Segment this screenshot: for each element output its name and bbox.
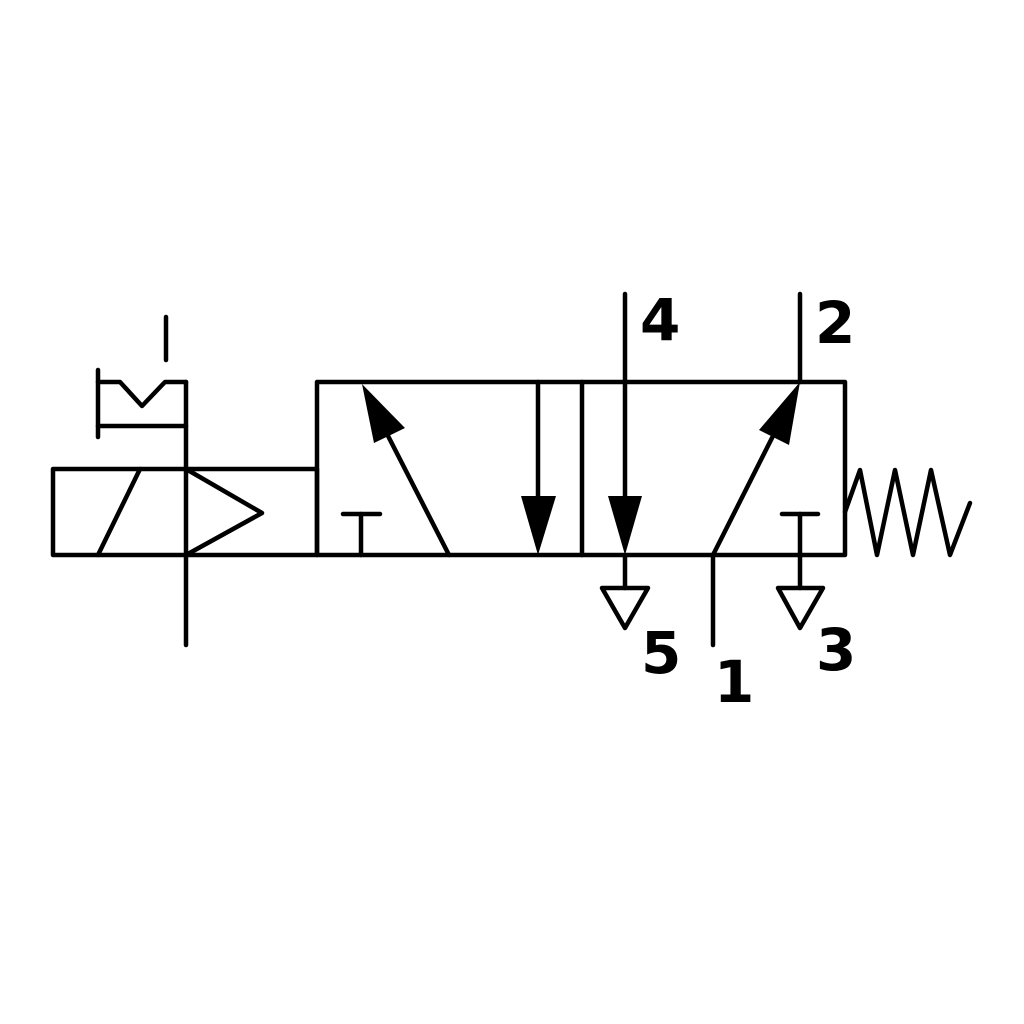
solenoid-actuator [50, 379, 320, 648]
right-switching-position [599, 291, 826, 648]
left-switching-position [340, 379, 556, 558]
return-spring [842, 467, 973, 558]
manual-override [95, 314, 189, 440]
port-label-5: 5 [641, 619, 681, 687]
port-label-1: 1 [714, 648, 754, 716]
port-label-3: 3 [816, 616, 856, 684]
valve-body [314, 379, 848, 558]
port-label-4: 4 [640, 286, 680, 354]
port-label-2: 2 [815, 289, 855, 357]
